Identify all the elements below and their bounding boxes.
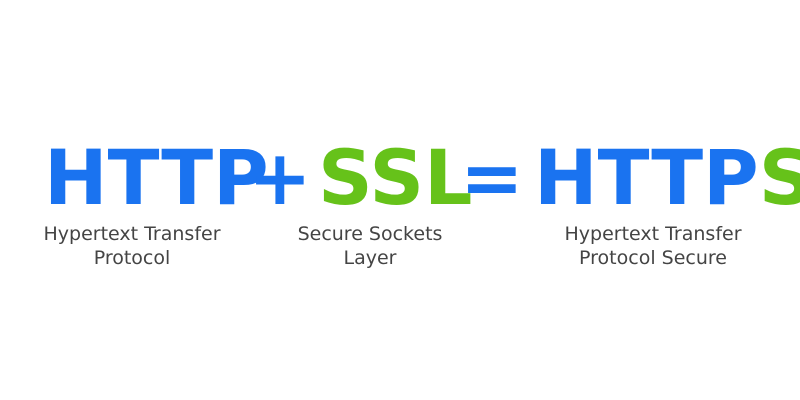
plus-operator-text: +	[248, 133, 312, 222]
caption-ssl-line2: Layer	[343, 247, 397, 269]
equals-operator: =	[460, 136, 524, 220]
term-https-part-http: HTTP	[534, 133, 759, 222]
term-ssl: SSL	[318, 136, 473, 220]
term-http-text: HTTP	[44, 133, 269, 222]
term-https: HTTPS	[534, 136, 800, 220]
caption-http: Hypertext Transfer Protocol	[32, 222, 232, 270]
caption-http-line2: Protocol	[93, 247, 171, 269]
term-ssl-text: SSL	[318, 133, 473, 222]
equals-operator-text: =	[460, 133, 524, 222]
plus-operator: +	[248, 136, 312, 220]
caption-ssl-line1: Secure Sockets	[297, 223, 443, 245]
caption-https-line1: Hypertext Transfer	[564, 223, 742, 245]
caption-https-line2: Protocol Secure	[579, 247, 727, 269]
caption-http-line1: Hypertext Transfer	[43, 223, 221, 245]
caption-https: Hypertext Transfer Protocol Secure	[548, 222, 758, 270]
caption-ssl: Secure Sockets Layer	[270, 222, 470, 270]
term-http: HTTP	[44, 136, 269, 220]
term-https-part-s: S	[758, 133, 800, 222]
